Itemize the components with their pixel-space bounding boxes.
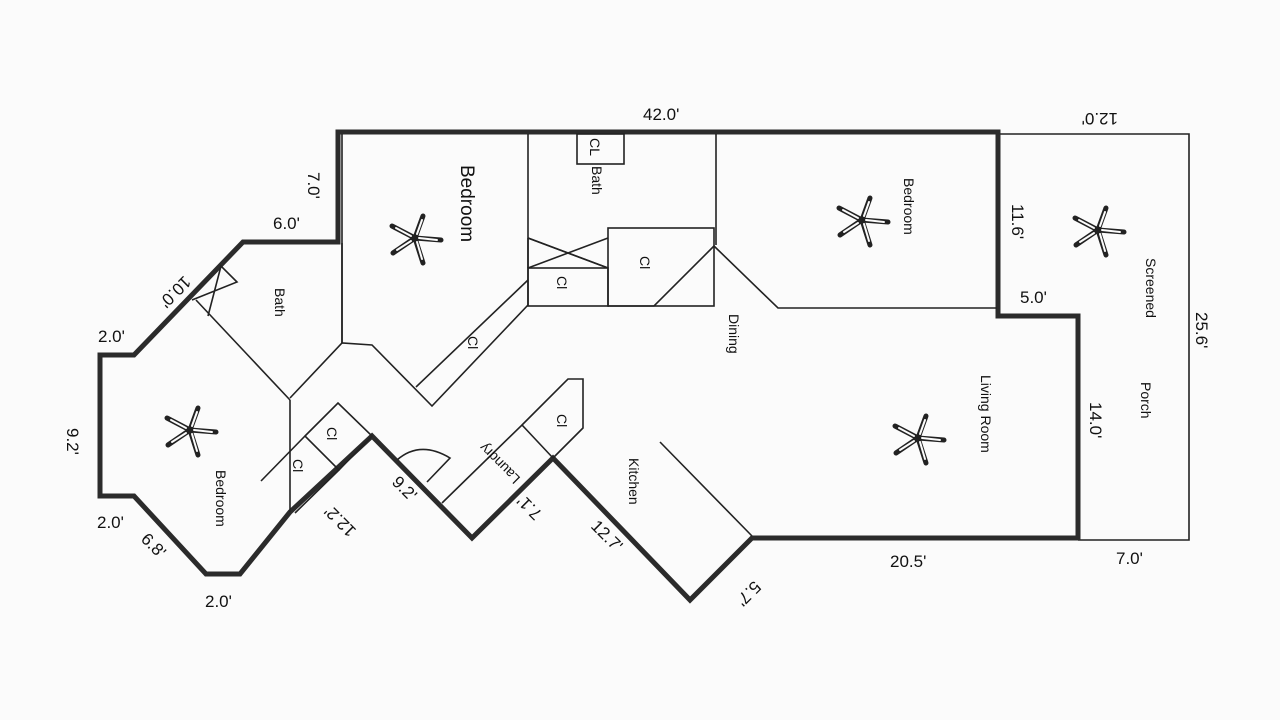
room-label-bedroom-middle: Bedroom (456, 165, 477, 242)
dimension-left-top-2: 2.0' (98, 327, 125, 346)
dimension-porch-top: 12.0' (1082, 109, 1118, 128)
closet-label: Cl (465, 336, 481, 349)
room-label-screened: Screened (1143, 258, 1159, 318)
dimension-right-14: 14.0' (1086, 402, 1105, 438)
room-label-kitchen: Kitchen (626, 458, 642, 505)
room-label-bedroom-right: Bedroom (901, 178, 917, 235)
dimension-diag-12-2: 12.2' (321, 501, 360, 540)
room-label-dining: Dining (726, 314, 742, 354)
room-label-porch: Porch (1138, 382, 1154, 419)
room-label-bath-left: Bath (272, 288, 288, 317)
closet-label: Cl (554, 276, 570, 289)
room-label-bedroom-left: Bedroom (213, 470, 229, 527)
dimension-left-side: 9.2' (63, 428, 82, 455)
dimension-porch-right: 25.6' (1192, 312, 1211, 348)
closet-label: Cl (637, 256, 653, 269)
ceiling-fan-icon (1072, 205, 1127, 258)
ceiling-fan-icon (164, 405, 219, 458)
dimension-step-7: 7.0' (304, 172, 323, 199)
dimension-top: 42.0' (643, 105, 679, 124)
closet-label: Cl (554, 414, 570, 427)
dimension-diag-10: 10.0' (155, 272, 194, 311)
dimension-diag-5-7: 5.7' (732, 577, 764, 609)
room-label-living-room: Living Room (978, 375, 994, 453)
closet-label: Cl (324, 427, 340, 440)
dimension-step-6: 6.0' (273, 214, 300, 233)
dimension-step-5: 5.0' (1020, 288, 1047, 307)
dimension-left-bottom-2: 2.0' (97, 513, 124, 532)
room-label-bath-middle: Bath (589, 166, 605, 195)
closet-label: Cl (290, 459, 306, 472)
dimension-porch-bottom: 7.0' (1116, 549, 1143, 568)
dimension-bottom-20-5: 20.5' (890, 552, 926, 571)
ceiling-fan-icon (892, 413, 947, 466)
interior-walls (191, 133, 997, 537)
dimension-diag-6-8: 6.8' (137, 529, 169, 561)
ceiling-fan-icon (389, 213, 444, 266)
dimension-bedroom-right-side: 11.6' (1008, 204, 1027, 239)
ceiling-fan-icon (836, 195, 891, 248)
dimension-diag-12-7: 12.7' (587, 516, 626, 555)
porch-outline (998, 133, 1190, 541)
closet-label: CL (587, 138, 603, 156)
dimension-diag-7-1: 7.1' (513, 491, 545, 523)
dimension-bottom-2: 2.0' (205, 592, 232, 611)
